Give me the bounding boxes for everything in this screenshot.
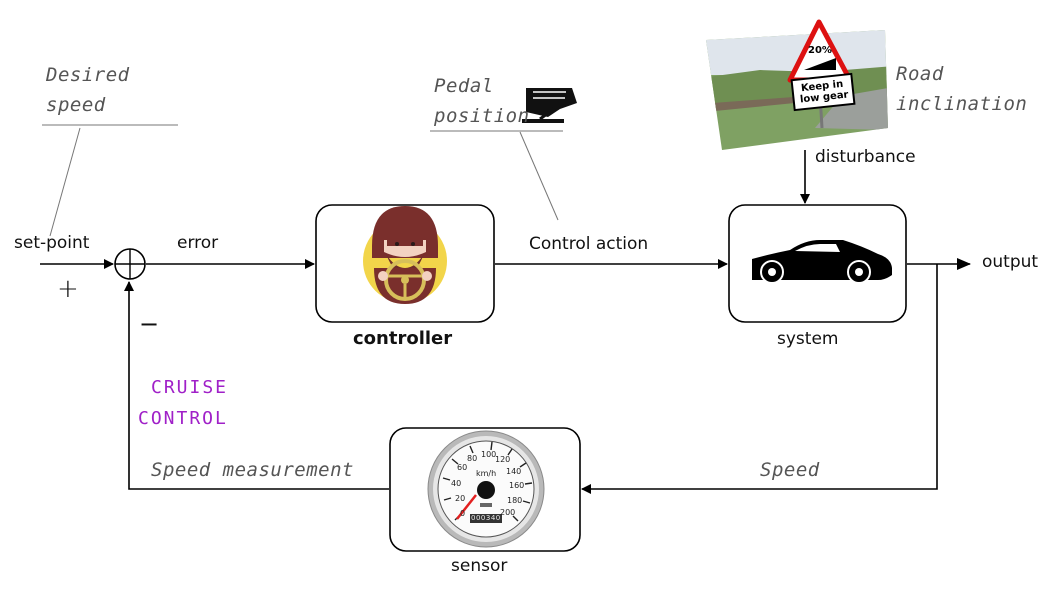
desired-speed-line1: Desired <box>46 64 130 86</box>
speedometer-tick-100: 100 <box>481 450 497 459</box>
cruise-control-title: CRUISE CONTROL <box>138 372 229 434</box>
speedometer-tick-120: 120 <box>495 455 511 464</box>
plus-sign: + <box>57 274 79 304</box>
speedometer-tick-60: 60 <box>457 463 468 472</box>
cruise-control-line1: CRUISE <box>151 377 229 398</box>
road-inclination-line2: inclination <box>896 93 1028 115</box>
driver-with-steering-wheel-icon <box>363 206 447 304</box>
control-action-label: Control action <box>529 234 649 254</box>
road-inclination-line1: Road <box>896 63 944 85</box>
speed-label: Speed <box>760 459 820 481</box>
minus-sign: − <box>139 310 160 338</box>
disturbance-label: disturbance <box>815 147 916 167</box>
speedometer-tick-40: 40 <box>451 479 462 488</box>
pedal-position-label: Pedal position <box>434 71 530 131</box>
speedometer-icon <box>427 430 545 548</box>
signal-lines <box>40 150 971 494</box>
speedometer-tick-160: 160 <box>509 481 525 490</box>
feedback-speed-line <box>581 264 938 494</box>
speedometer-tick-0: 0 <box>460 509 466 518</box>
controller-label: controller <box>353 328 453 349</box>
speed-measurement-line <box>124 281 389 490</box>
annotation-lines <box>42 124 563 237</box>
pedal-position-leader <box>519 131 559 221</box>
system-label: system <box>777 329 839 349</box>
cruise-control-line2: CONTROL <box>138 408 228 429</box>
sensor-label: sensor <box>451 556 508 576</box>
error-label: error <box>177 233 219 253</box>
set-point-label: set-point <box>14 233 90 253</box>
car-silhouette-icon <box>752 240 892 284</box>
summing-junction <box>114 248 146 280</box>
pedal-position-line2: position <box>434 105 530 127</box>
speedometer-tick-140: 140 <box>506 467 522 476</box>
speedometer-odometer: 000340 <box>471 514 501 522</box>
road-sign-grade: 20% <box>808 45 832 56</box>
speed-measurement-label: Speed measurement <box>151 459 354 481</box>
output-label: output <box>982 252 1039 272</box>
speedometer-unit: km/h <box>476 469 497 478</box>
desired-speed-label: Desired speed <box>46 60 130 120</box>
speedometer-tick-180: 180 <box>507 496 523 505</box>
speedometer-tick-20: 20 <box>455 494 466 503</box>
speedometer-tick-80: 80 <box>467 454 478 463</box>
pedal-position-line1: Pedal <box>434 75 494 97</box>
speedometer-tick-200: 200 <box>500 508 516 517</box>
desired-speed-leader <box>49 127 81 237</box>
road-sign-photo <box>706 19 888 150</box>
desired-speed-line2: speed <box>46 94 106 116</box>
foot-on-pedal-icon <box>522 88 577 123</box>
road-inclination-label: Road inclination <box>896 59 1027 119</box>
